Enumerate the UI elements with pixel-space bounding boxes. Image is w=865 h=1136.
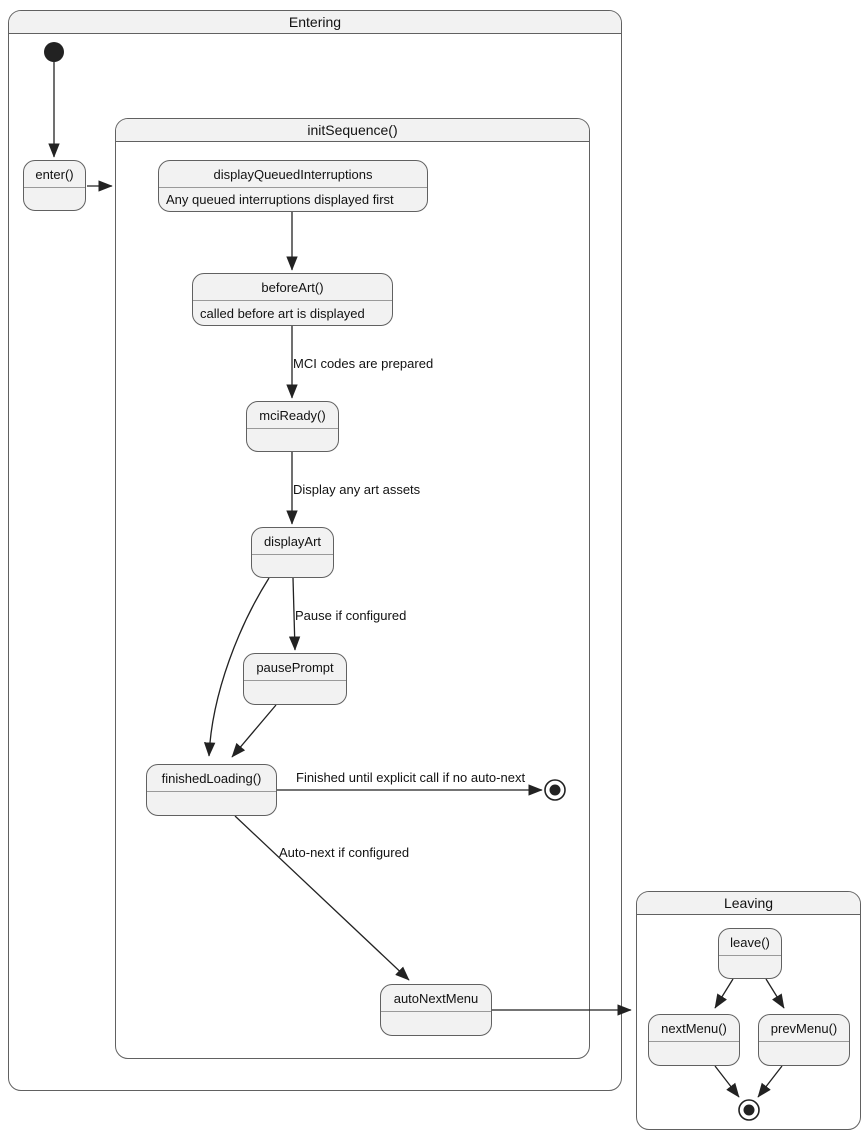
container-entering: Entering [8,10,622,1091]
state-display-art: displayArt [251,527,334,578]
state-enter-body [24,188,85,210]
state-display-art-body [252,555,333,577]
state-display-queued-interruptions-name: displayQueuedInterruptions [159,161,427,188]
state-finished-loading: finishedLoading() [146,764,277,816]
edge-label-finished-until: Finished until explicit call if no auto-… [296,770,526,785]
state-prev-menu-body [759,1042,849,1065]
edge-label-pause-if-configured: Pause if configured [295,608,407,623]
state-next-menu: nextMenu() [648,1014,740,1066]
state-enter-name: enter() [24,161,85,188]
state-display-queued-interruptions-description: Any queued interruptions displayed first [166,192,394,207]
state-prev-menu: prevMenu() [758,1014,850,1066]
state-prev-menu-name: prevMenu() [759,1015,849,1042]
state-finished-loading-body [147,792,276,815]
edge-label-mci-codes: MCI codes are prepared [293,356,434,371]
state-before-art-name: beforeArt() [193,274,392,301]
state-mci-ready-name: mciReady() [247,402,338,429]
state-leave-name: leave() [719,929,781,956]
state-auto-next-menu-name: autoNextMenu [381,985,491,1012]
state-next-menu-name: nextMenu() [649,1015,739,1042]
container-init-sequence-title: initSequence() [116,119,589,142]
container-leaving-title-text: Leaving [723,895,774,911]
container-entering-title-text: Entering [288,14,342,30]
state-pause-prompt: pausePrompt [243,653,347,705]
container-init-sequence-title-text: initSequence() [307,122,398,138]
edge-label-auto-next: Auto-next if configured [279,845,410,860]
container-leaving: Leaving [636,891,861,1130]
state-leave: leave() [718,928,782,979]
state-pause-prompt-body [244,681,346,704]
container-init-sequence: initSequence() [115,118,590,1059]
state-pause-prompt-name: pausePrompt [244,654,346,681]
state-leave-body [719,956,781,978]
state-mci-ready: mciReady() [246,401,339,452]
state-enter: enter() [23,160,86,211]
state-mci-ready-body [247,429,338,451]
state-finished-loading-name: finishedLoading() [147,765,276,792]
state-display-queued-interruptions: displayQueuedInterruptions Any queued in… [158,160,428,212]
container-entering-title: Entering [9,11,621,34]
state-auto-next-menu: autoNextMenu [380,984,492,1036]
state-display-art-name: displayArt [252,528,333,555]
container-leaving-title: Leaving [637,892,860,915]
state-before-art: beforeArt() called before art is display… [192,273,393,326]
edge-label-display-art-assets: Display any art assets [293,482,421,497]
state-auto-next-menu-body [381,1012,491,1035]
state-next-menu-body [649,1042,739,1065]
state-before-art-description: called before art is displayed [200,305,365,321]
